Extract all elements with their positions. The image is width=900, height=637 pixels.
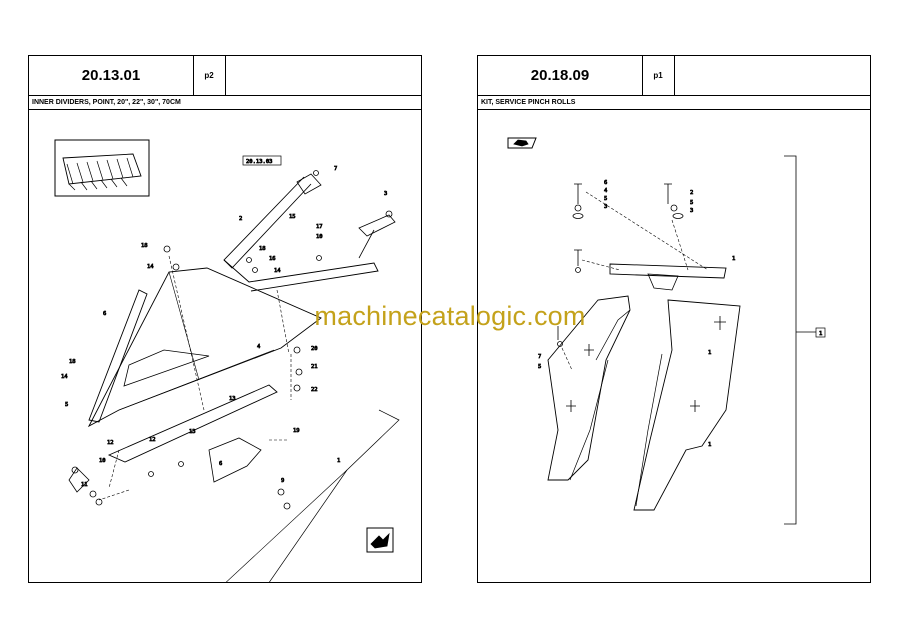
- machine-thumbnail-icon: [54, 139, 150, 197]
- svg-text:5: 5: [604, 196, 607, 202]
- svg-text:15: 15: [289, 214, 296, 220]
- catalog-panel-left: 20.13.01 p2 INNER DIVIDERS, POINT, 20", …: [28, 55, 422, 601]
- svg-text:22: 22: [311, 387, 318, 393]
- svg-text:10: 10: [316, 234, 323, 240]
- svg-text:10: 10: [99, 458, 106, 464]
- section-code: 20.18.09: [478, 56, 643, 95]
- svg-text:18: 18: [69, 359, 76, 365]
- catalog-panel-right: 20.18.09 p1 KIT, SERVICE PINCH ROLLS: [477, 55, 871, 583]
- svg-text:17: 17: [316, 224, 323, 230]
- svg-text:5: 5: [690, 200, 693, 206]
- svg-text:5: 5: [538, 364, 541, 370]
- svg-text:18: 18: [141, 243, 148, 249]
- section-title: KIT, SERVICE PINCH ROLLS: [478, 96, 870, 110]
- svg-text:14: 14: [61, 374, 68, 380]
- svg-text:1: 1: [337, 458, 340, 464]
- bracket-label: 1: [819, 331, 822, 337]
- reference-box-label: 20.13.03: [246, 159, 273, 165]
- svg-text:13: 13: [229, 396, 236, 402]
- svg-text:1: 1: [732, 256, 735, 262]
- page-number: p2: [193, 56, 226, 95]
- exploded-parts-drawing: 1 6 4 5 3 2 5 3 1 7 5 1 1: [478, 110, 870, 582]
- svg-text:12: 12: [149, 437, 156, 443]
- svg-text:6: 6: [103, 311, 106, 317]
- panel-header: 20.18.09 p1: [478, 56, 870, 96]
- section-code: 20.13.01: [29, 56, 194, 95]
- svg-text:11: 11: [81, 482, 88, 488]
- svg-text:3: 3: [384, 191, 387, 197]
- svg-text:18: 18: [259, 246, 266, 252]
- svg-text:7: 7: [334, 166, 337, 172]
- next-page-arrow-icon: [366, 527, 394, 553]
- svg-text:1: 1: [708, 442, 711, 448]
- svg-text:5: 5: [65, 402, 68, 408]
- page-number: p1: [642, 56, 675, 95]
- svg-text:4: 4: [604, 188, 608, 194]
- svg-text:19: 19: [293, 428, 300, 434]
- svg-text:6: 6: [604, 180, 607, 186]
- svg-text:20: 20: [311, 346, 318, 352]
- svg-text:14: 14: [147, 264, 154, 270]
- svg-text:16: 16: [269, 256, 276, 262]
- svg-text:2: 2: [690, 190, 693, 196]
- svg-text:12: 12: [107, 440, 114, 446]
- pointing-hand-icon: [507, 137, 537, 149]
- svg-text:3: 3: [604, 204, 607, 210]
- callout-labels: 6 4 5 3 2 5 3 1 7 5 1 1: [538, 180, 736, 449]
- svg-text:9: 9: [281, 478, 284, 484]
- panel-header: 20.13.01 p2: [29, 56, 421, 96]
- svg-text:14: 14: [274, 268, 281, 274]
- svg-text:7: 7: [538, 354, 541, 360]
- svg-text:1: 1: [708, 350, 711, 356]
- svg-text:2: 2: [239, 216, 242, 222]
- exploded-parts-drawing: 20.13.03: [29, 110, 421, 601]
- svg-text:6: 6: [219, 461, 222, 467]
- svg-text:4: 4: [257, 344, 261, 350]
- section-title: INNER DIVIDERS, POINT, 20", 22", 30", 70…: [29, 96, 421, 110]
- svg-text:21: 21: [311, 364, 318, 370]
- svg-text:3: 3: [690, 208, 693, 214]
- watermark: machinecatalogic.com: [314, 301, 586, 331]
- svg-text:13: 13: [189, 429, 196, 435]
